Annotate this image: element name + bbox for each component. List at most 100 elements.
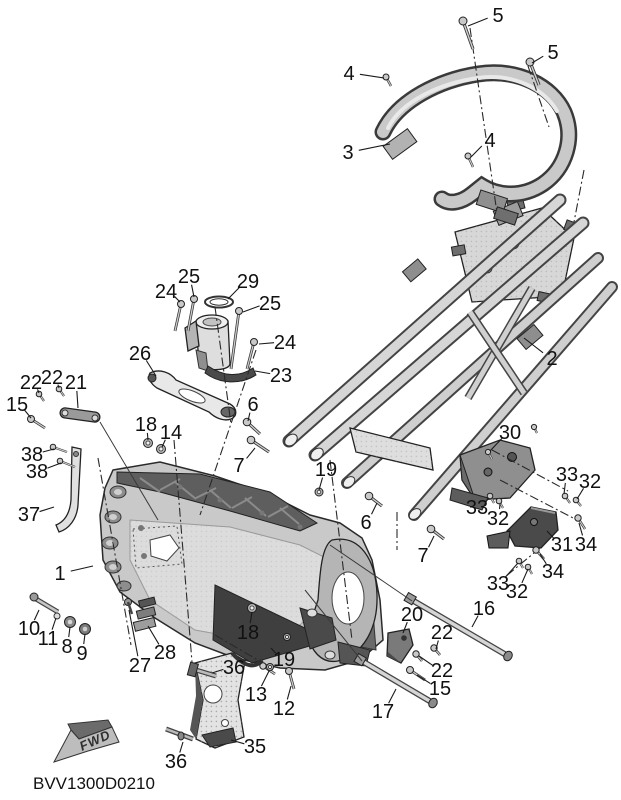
callout-label[interactable]: 31 [551, 534, 573, 556]
callout-label[interactable]: 5 [492, 5, 503, 27]
callout-label[interactable]: 19 [315, 459, 337, 481]
callout-label[interactable]: 32 [487, 508, 509, 530]
callout-33[interactable]: 33 [556, 464, 578, 495]
callout-label[interactable]: 34 [575, 534, 597, 556]
callout-label[interactable]: 24 [155, 281, 177, 303]
callout-label[interactable]: 38 [26, 461, 48, 483]
callout-19[interactable]: 19 [315, 459, 337, 491]
callout-2[interactable]: 2 [523, 337, 558, 370]
callout-20[interactable]: 20 [401, 604, 423, 634]
callout-8[interactable]: 8 [61, 626, 73, 658]
callout-4[interactable]: 4 [470, 130, 496, 158]
callout-11[interactable]: 11 [38, 617, 59, 650]
callout-5[interactable]: 5 [531, 42, 559, 64]
callout-22[interactable]: 22 [20, 372, 42, 394]
callout-label[interactable]: 26 [129, 343, 151, 365]
callout-23[interactable]: 23 [254, 365, 292, 387]
callout-35[interactable]: 35 [230, 736, 266, 758]
callout-label[interactable]: 33 [556, 464, 578, 486]
callout-18[interactable]: 18 [135, 414, 157, 441]
callout-34[interactable]: 34 [575, 522, 597, 556]
callout-label[interactable]: 14 [160, 422, 182, 444]
callout-label[interactable]: 6 [360, 512, 371, 534]
callout-33[interactable]: 33 [487, 562, 519, 595]
callout-37[interactable]: 37 [18, 504, 55, 526]
callout-1[interactable]: 1 [54, 563, 94, 585]
callout-label[interactable]: 33 [487, 573, 509, 595]
callout-label[interactable]: 22 [20, 372, 42, 394]
callout-label[interactable]: 6 [247, 394, 258, 416]
callout-13[interactable]: 13 [245, 670, 270, 706]
callout-label[interactable]: 22 [431, 622, 453, 644]
callout-22[interactable]: 22 [41, 367, 63, 389]
callout-label[interactable]: 20 [401, 604, 423, 626]
callout-label[interactable]: 2 [546, 348, 557, 370]
callout-label[interactable]: 22 [41, 367, 63, 389]
callout-label[interactable]: 15 [6, 394, 28, 416]
callout-label[interactable]: 29 [237, 271, 259, 293]
callout-label[interactable]: 27 [129, 655, 151, 677]
callout-4[interactable]: 4 [343, 63, 385, 85]
callout-label[interactable]: 24 [274, 332, 296, 354]
callout-6[interactable]: 6 [247, 394, 259, 422]
callout-label[interactable]: 22 [431, 660, 453, 682]
callout-22[interactable]: 22 [418, 655, 453, 682]
callout-label[interactable]: 32 [506, 581, 528, 603]
callout-12[interactable]: 12 [273, 685, 295, 720]
callout-25[interactable]: 25 [242, 293, 281, 315]
callout-34[interactable]: 34 [539, 553, 564, 583]
callout-6[interactable]: 6 [360, 502, 378, 534]
callout-15[interactable]: 15 [6, 394, 32, 419]
callout-38[interactable]: 38 [26, 461, 62, 483]
callout-30[interactable]: 30 [489, 422, 521, 452]
callout-19[interactable]: 19 [270, 647, 295, 671]
callout-label[interactable]: 28 [154, 642, 176, 664]
callout-14[interactable]: 14 [160, 422, 182, 448]
callout-label[interactable]: 36 [165, 751, 187, 773]
callout-label[interactable]: 34 [542, 561, 564, 583]
callout-label[interactable]: 11 [38, 628, 59, 650]
callout-label[interactable]: 36 [223, 657, 245, 679]
callout-32[interactable]: 32 [487, 503, 509, 530]
callout-22[interactable]: 22 [431, 622, 453, 650]
callout-28[interactable]: 28 [147, 625, 176, 664]
callout-label[interactable]: 37 [18, 504, 40, 526]
callout-26[interactable]: 26 [129, 343, 157, 377]
callout-15[interactable]: 15 [416, 674, 451, 700]
callout-label[interactable]: 12 [273, 698, 295, 720]
callout-36[interactable]: 36 [165, 741, 187, 773]
callout-38[interactable]: 38 [21, 444, 55, 466]
callout-label[interactable]: 32 [579, 471, 601, 493]
callout-32[interactable]: 32 [506, 568, 529, 603]
callout-32[interactable]: 32 [576, 471, 601, 500]
callout-label[interactable]: 13 [245, 684, 267, 706]
callout-24[interactable]: 24 [155, 281, 181, 303]
callout-7[interactable]: 7 [233, 447, 256, 477]
callout-7[interactable]: 7 [417, 535, 435, 567]
callout-9[interactable]: 9 [76, 633, 88, 665]
callout-21[interactable]: 21 [65, 372, 87, 409]
callout-label[interactable]: 30 [499, 422, 521, 444]
callout-27[interactable]: 27 [128, 609, 151, 677]
callout-25[interactable]: 25 [178, 266, 200, 298]
callout-36[interactable]: 36 [211, 657, 245, 679]
callout-31[interactable]: 31 [546, 530, 573, 556]
callout-label[interactable]: 21 [65, 372, 87, 394]
callout-label[interactable]: 19 [273, 649, 295, 671]
callout-label[interactable]: 1 [54, 563, 65, 585]
callout-label[interactable]: 4 [343, 63, 354, 85]
callout-label[interactable]: 25 [259, 293, 281, 315]
callout-label[interactable]: 18 [237, 622, 259, 644]
callout-24[interactable]: 24 [258, 332, 296, 354]
callout-label[interactable]: 15 [429, 678, 451, 700]
callout-label[interactable]: 38 [21, 444, 43, 466]
callout-3[interactable]: 3 [342, 142, 391, 164]
callout-10[interactable]: 10 [18, 609, 40, 640]
callout-16[interactable]: 16 [471, 598, 495, 628]
callout-label[interactable]: 7 [233, 455, 244, 477]
callout-5[interactable]: 5 [467, 5, 504, 27]
callout-label[interactable]: 10 [18, 618, 40, 640]
callout-29[interactable]: 29 [227, 271, 259, 300]
callout-label[interactable]: 5 [547, 42, 558, 64]
callout-label[interactable]: 8 [61, 636, 72, 658]
